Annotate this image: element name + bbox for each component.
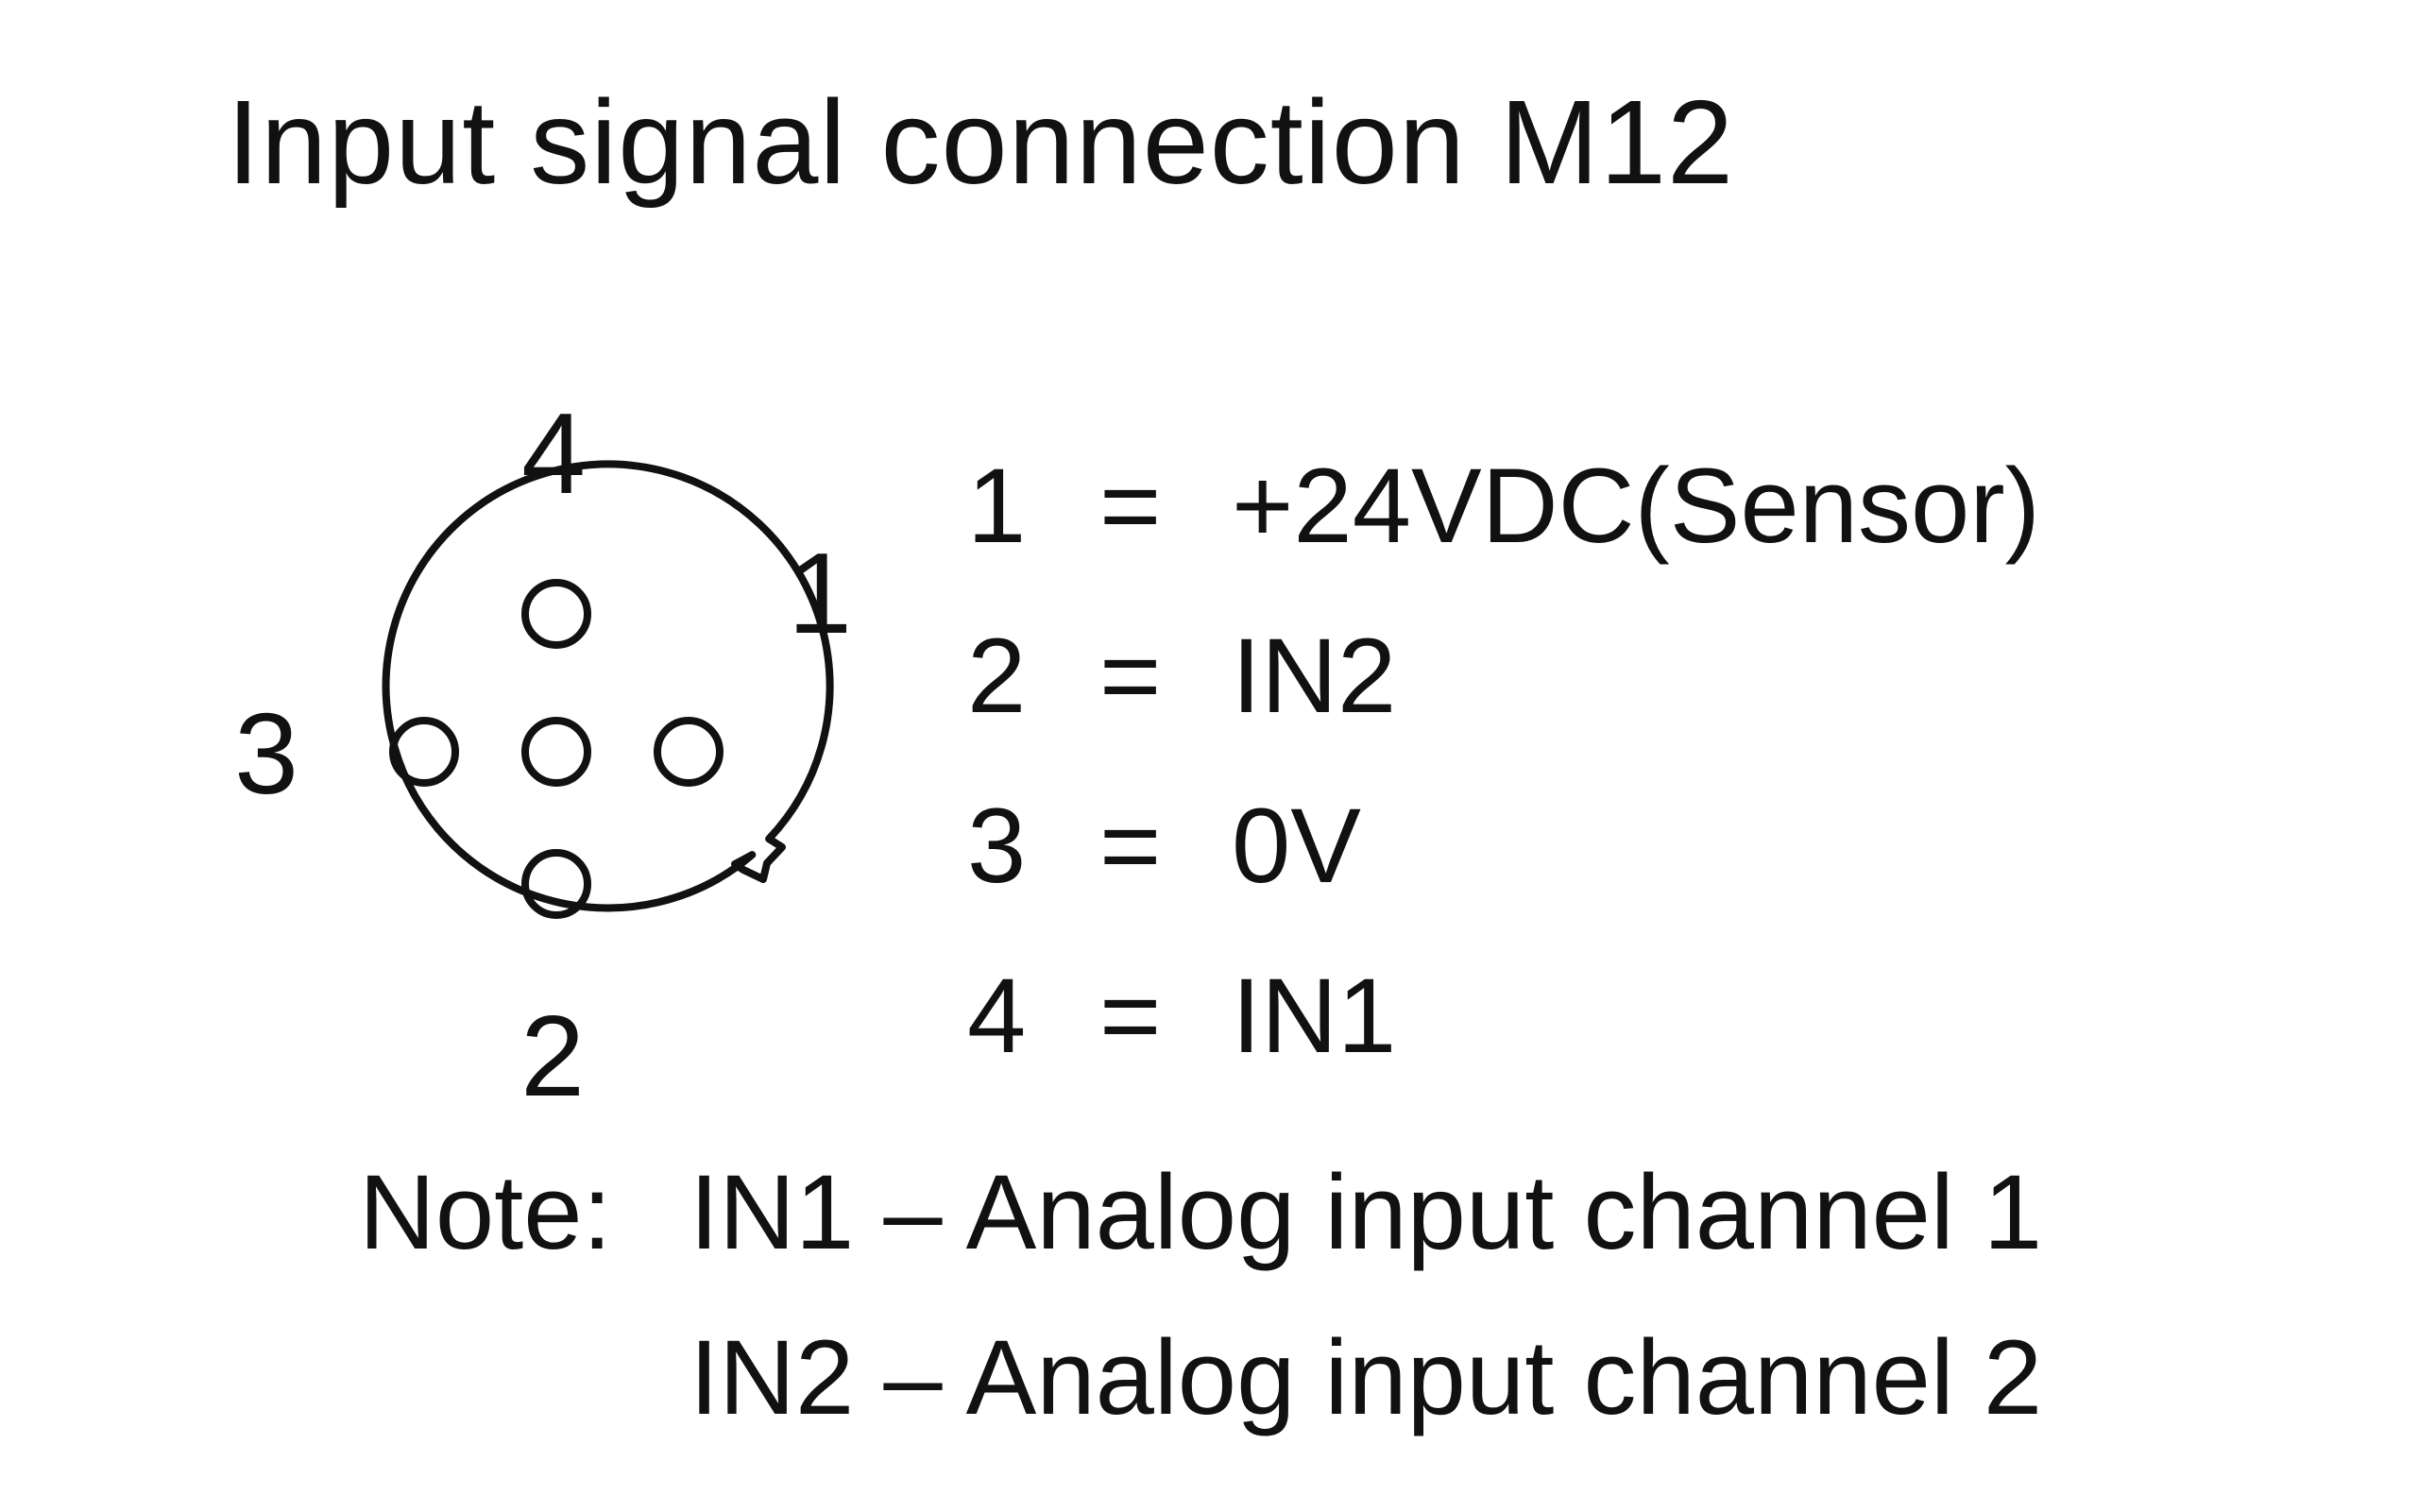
- note-line-in1: IN1 – Analog input channel 1: [690, 1153, 2043, 1271]
- pin-hole-3: [389, 717, 459, 787]
- pin-label-3: 3: [234, 689, 298, 818]
- m12-connector-diagram: 4 1 3 2: [189, 378, 907, 1120]
- m12-connector-svg: 4 1 3 2: [234, 389, 852, 1120]
- pin-label-1: 1: [788, 529, 852, 657]
- pin-number: 2: [967, 617, 1027, 735]
- pin-hole-1: [654, 717, 724, 787]
- pin-hole-2: [521, 849, 591, 919]
- note-label: Note:: [359, 1153, 612, 1271]
- equals-sign: =: [1099, 447, 1162, 565]
- pin-number: 4: [967, 957, 1027, 1075]
- note-line-in2: IN2 – Analog input channel 2: [690, 1318, 2043, 1436]
- pin-hole-4: [521, 579, 591, 649]
- pin-hole-center: [521, 717, 591, 787]
- equals-sign: =: [1099, 617, 1162, 735]
- pin-signal: IN2: [1232, 617, 1397, 735]
- pin-label-4: 4: [521, 389, 586, 518]
- page-title: Input signal connection M12: [227, 76, 1735, 209]
- pin-signal: IN1: [1232, 957, 1397, 1075]
- equals-sign: =: [1099, 957, 1162, 1075]
- pin-label-2: 2: [520, 992, 585, 1120]
- pin-signal: 0V: [1232, 787, 1361, 905]
- pin-signal: +24VDC(Sensor): [1232, 447, 2040, 565]
- connector-outline: [382, 460, 834, 912]
- equals-sign: =: [1099, 787, 1162, 905]
- pin-number: 3: [967, 787, 1027, 905]
- pin-number: 1: [967, 447, 1027, 565]
